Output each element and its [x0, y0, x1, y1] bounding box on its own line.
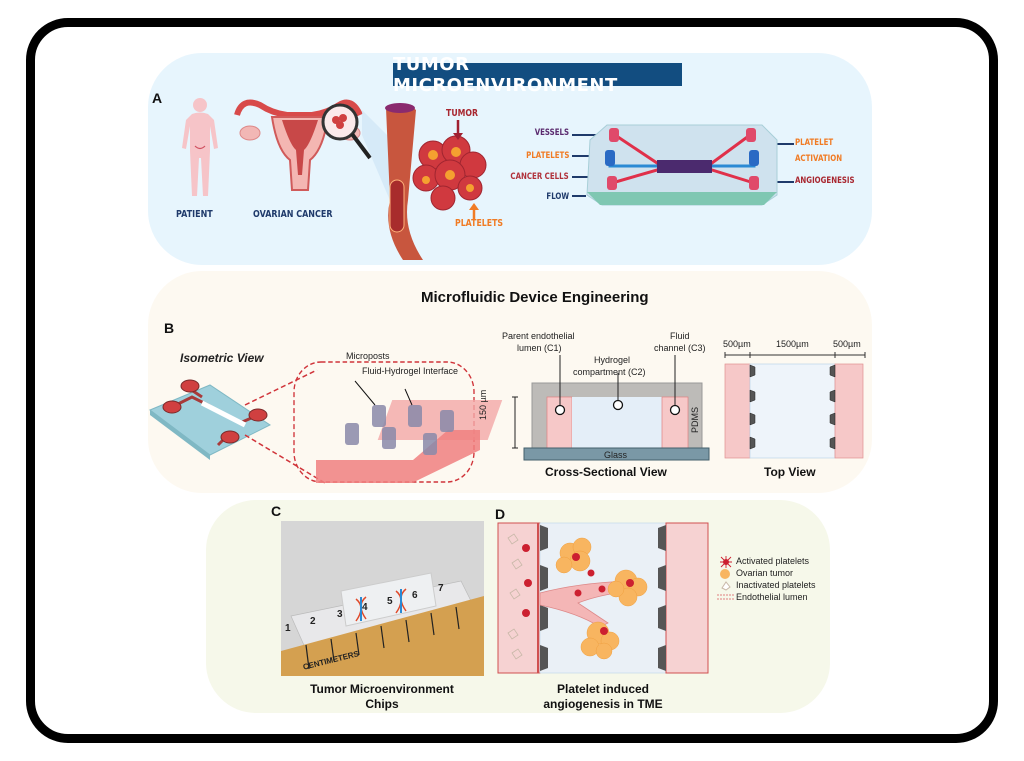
chip-label-cancer-cells: CANCER CELLS: [510, 172, 569, 182]
chip-label-activation: ACTIVATION: [795, 154, 843, 164]
top-view-dim-right: 500µm: [833, 339, 861, 349]
panel-b-title: Microfluidic Device Engineering: [421, 289, 649, 306]
patient-figure-icon: [182, 98, 218, 196]
panel-a-letter: A: [152, 90, 163, 106]
inactivated-platelet-icon: [721, 581, 731, 591]
isometric-view-label: Isometric View: [180, 351, 264, 365]
patient-caption: PATIENT: [176, 209, 213, 220]
microposts-label: Microposts: [346, 351, 390, 361]
pdms-label: PDMS: [690, 406, 700, 433]
panel-d-letter: D: [495, 506, 506, 522]
top-view-dim-middle: 1500µm: [776, 339, 809, 349]
platelets-label: PLATELETS: [455, 218, 504, 229]
cross-section-diagram: [512, 355, 710, 461]
c1-label-line1: Parent endothelial: [502, 331, 575, 341]
ruler-number-1: 1: [285, 623, 291, 634]
top-view-diagram: [724, 352, 866, 459]
activated-platelet-icon: [720, 556, 732, 568]
c1-label-line2: lumen (C1): [517, 343, 562, 353]
tumor-label: TUMOR: [446, 108, 479, 119]
height-150um-label: 150 µm: [478, 389, 488, 420]
chip-label-vessels: VESSELS: [534, 128, 569, 138]
legend-inactivated-platelets: Inactivated platelets: [736, 580, 816, 590]
ruler-number-6: 6: [412, 590, 418, 601]
c2-label-line1: Hydrogel: [594, 355, 631, 365]
panel-c-caption-line1: Tumor Microenvironment: [310, 682, 454, 696]
c3-label-line2: channel (C3): [654, 343, 706, 353]
fluid-hydrogel-interface-label: Fluid-Hydrogel Interface: [362, 366, 459, 376]
panel-c-letter: C: [271, 503, 282, 519]
blood-vessel-tumor-icon: [385, 103, 487, 260]
magnifying-glass-icon: [321, 103, 372, 160]
cross-sectional-view-caption: Cross-Sectional View: [545, 465, 667, 479]
legend-ovarian-tumor: Ovarian tumor: [736, 568, 794, 578]
chip-label-platelet: PLATELET: [795, 138, 834, 148]
ovarian-tumor-icon: [720, 569, 730, 579]
c3-label-line1: Fluid: [670, 331, 690, 341]
ruler-number-3: 3: [337, 609, 343, 620]
legend-endothelial-lumen: Endothelial lumen: [736, 592, 808, 602]
legend-activated-platelets: Activated platelets: [736, 556, 810, 566]
ruler-number-2: 2: [310, 616, 316, 627]
panel-d-caption-line2: angiogenesis in TME: [543, 697, 663, 711]
ovarian-cancer-caption: OVARIAN CANCER: [253, 209, 333, 220]
ruler-number-7: 7: [438, 583, 444, 594]
panel-b-letter: B: [164, 320, 175, 336]
tumor-chip-3d-icon: [572, 124, 794, 206]
glass-label: Glass: [604, 450, 628, 460]
top-view-caption: Top View: [764, 465, 816, 479]
chip-label-angiogenesis: ANGIOGENESIS: [795, 176, 855, 186]
endothelial-lumen-icon: [717, 594, 735, 600]
panel-c-caption-line2: Chips: [365, 697, 399, 711]
angiogenesis-diagram: [497, 522, 709, 674]
panel-d-caption-line1: Platelet induced: [556, 682, 650, 696]
isometric-device-illustration: [149, 361, 503, 484]
ruler-number-4: 4: [362, 602, 368, 613]
chip-label-flow: FLOW: [546, 192, 569, 202]
panel-a-banner-title: TUMOR MICROENVIRONMENT: [393, 54, 682, 96]
chip-label-platelets: PLATELETS: [525, 151, 569, 161]
ruler-number-5: 5: [387, 596, 393, 607]
top-view-dim-left: 500µm: [723, 339, 751, 349]
chip-photo: [281, 521, 484, 676]
c2-label-line2: compartment (C2): [573, 367, 646, 377]
uterus-ovaries-icon: [234, 99, 363, 191]
figure-frame: [26, 18, 998, 743]
